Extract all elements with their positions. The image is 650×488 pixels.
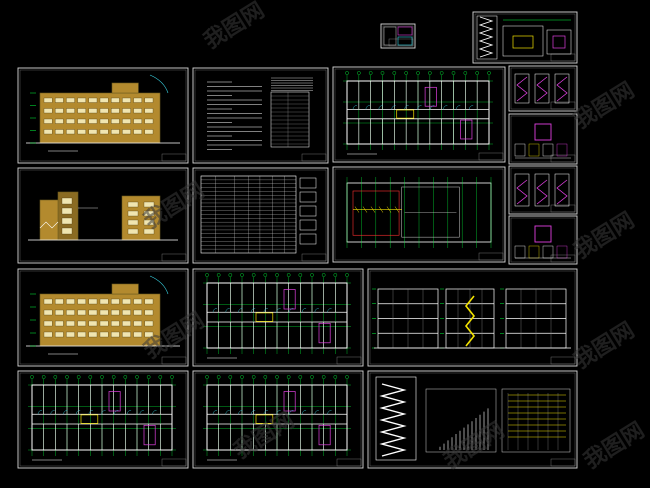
sheet-ground-floor-plan: [332, 66, 506, 163]
sheet-details-1: [508, 65, 578, 112]
sheet-details-2: [508, 113, 578, 165]
sheet-details-3: [508, 165, 578, 215]
sheet-side-elevations: [17, 167, 189, 264]
sheet-main-facade-elevation: [17, 67, 189, 164]
sheet-door-window-table: [192, 167, 329, 264]
sheet-details-4: [508, 215, 578, 265]
sheet-roof-plan: [332, 166, 506, 263]
sheet-legend-chip: [380, 23, 416, 49]
sheet-fourth-floor-plan: [192, 370, 364, 469]
sheet-second-floor-plan: [192, 268, 364, 367]
sheet-rear-elevation: [17, 268, 189, 367]
sheet-stair-detail-top: [472, 11, 578, 64]
sheet-sections: [367, 268, 578, 367]
sheet-third-floor-plan: [17, 370, 189, 469]
sheet-design-notes: [192, 67, 329, 164]
sheet-stair-sections: [367, 370, 578, 469]
